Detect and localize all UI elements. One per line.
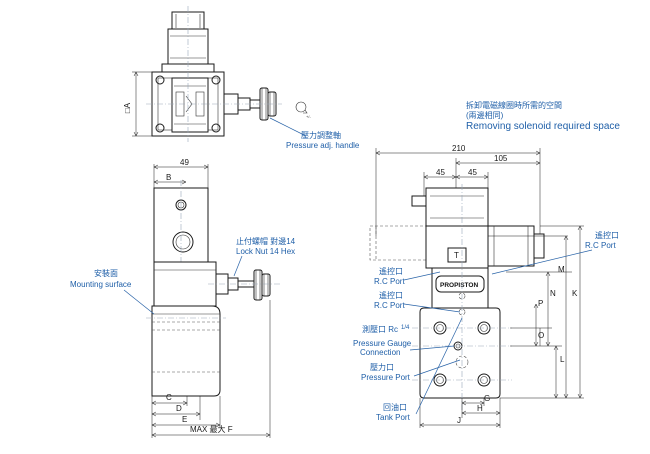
side-view: 49 B [70,158,296,438]
dim-m: M [558,265,565,274]
pressure-handle-cn: 壓力調整軸 [301,130,341,140]
pressure-port-en: Pressure Port [361,373,411,382]
tank-symbol: T [454,251,459,260]
tank-port-en: Tank Port [376,413,411,422]
gauge-en-1: Pressure Gauge [353,339,412,348]
removing-cn-2: (兩邊相同) [466,110,504,120]
rc-port-2-cn: 遙控口 [379,290,403,300]
rc-port-right-en: R.C Port [585,241,616,250]
dim-210: 210 [452,144,466,153]
gauge-en-2: Connection [360,348,400,357]
rc-port-2-en: R.C Port [374,301,405,310]
dim-n: N [550,289,556,298]
lock-nut-en: Lock Nut 14 Hex [236,247,295,256]
dim-k: K [572,289,578,298]
mounting-cn: 安裝面 [94,268,118,278]
dim-f: MAX 最大 F [190,424,233,434]
dim-a: □A [123,102,132,113]
dim-45-right: 45 [468,168,477,177]
dim-h: H [477,404,483,413]
dim-l: L [560,355,565,364]
dim-d: D [176,404,182,413]
rc-port-1-cn: 遙控口 [379,266,403,276]
top-view: □A +/- 壓力調整軸 Pressure adj. handle [123,6,360,150]
dim-105: 105 [494,154,508,163]
gauge-fraction: 1/4 [401,325,410,331]
rc-port-1-en: R.C Port [374,277,405,286]
brand-badge: PROPISTON [440,282,478,289]
front-view: 210 105 45 45 T PROPISTON [353,144,619,428]
pressure-port-cn: 壓力口 [370,362,394,372]
dim-e: E [182,415,187,424]
lock-nut-cn: 止付螺帽 對邊14 [236,236,296,246]
mounting-en: Mounting surface [70,280,132,289]
rotation-direction-icon: +/- [295,101,311,119]
pressure-handle-en: Pressure adj. handle [286,141,360,150]
svg-text:+/-: +/- [306,114,311,119]
tank-port-cn: 回油口 [383,402,407,412]
dim-j: J [457,416,461,425]
dim-b: B [166,173,171,182]
dim-g: G [484,394,490,403]
removing-en: Removing solenoid required space [466,121,620,132]
dim-c: C [166,393,172,402]
removing-cn-1: 拆卸電磁線圈時所需的空間 [466,100,562,110]
dim-45-left: 45 [436,168,445,177]
dim-p: P [538,299,543,308]
rc-port-right-cn: 遙控口 [595,230,619,240]
gauge-cn: 測壓口 Rc [362,324,398,334]
dim-o: O [538,331,544,340]
dim-49: 49 [180,158,189,167]
